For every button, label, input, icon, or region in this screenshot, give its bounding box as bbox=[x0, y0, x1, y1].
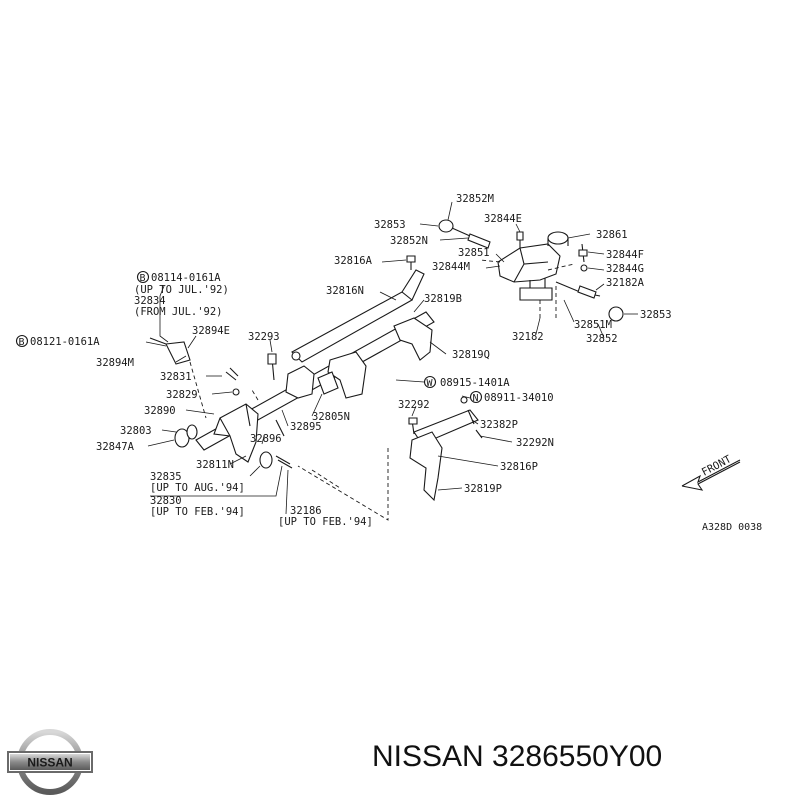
label-32292N: 32292N bbox=[516, 437, 554, 449]
marker-b-2: B bbox=[19, 337, 25, 348]
label-32834: 32834 bbox=[134, 295, 166, 307]
label-32831: 32831 bbox=[160, 371, 192, 383]
label-32890: 32890 bbox=[144, 405, 176, 417]
label-32894E: 32894E bbox=[192, 325, 230, 337]
label-32819P: 32819P bbox=[464, 483, 502, 495]
label-32819B: 32819B bbox=[424, 293, 462, 305]
label-32382P: 32382P bbox=[480, 419, 518, 431]
label-32805N: 32805N bbox=[312, 411, 350, 423]
label-32853-top: 32853 bbox=[374, 219, 406, 231]
shift-rod-32816N bbox=[291, 255, 425, 363]
marker-w: W bbox=[427, 378, 434, 389]
bolt-marker-b-1 bbox=[136, 270, 150, 284]
marker-n: N bbox=[473, 393, 479, 404]
label-32844E: 32844E bbox=[484, 213, 522, 225]
label-08114-0161A: 08114-0161A bbox=[151, 272, 221, 284]
nissan-logo: NISSAN bbox=[7, 729, 93, 795]
label-32852: 32852 bbox=[586, 333, 618, 345]
label-32834-note: (FROM JUL.'92) bbox=[134, 306, 223, 318]
part-number-caption: NISSAN 3286550Y00 bbox=[372, 740, 663, 773]
washer-marker-w bbox=[423, 375, 437, 389]
label-32292: 32292 bbox=[398, 399, 430, 411]
label-32894M: 32894M bbox=[96, 357, 134, 369]
label-32835: 32835 bbox=[150, 471, 182, 483]
label-32830-note: [UP TO FEB.'94] bbox=[150, 506, 245, 518]
label-32186-note: [UP TO FEB.'94] bbox=[278, 516, 373, 528]
label-32851M: 32851M bbox=[574, 319, 612, 331]
label-32844F: 32844F bbox=[606, 249, 644, 261]
label-32847A: 32847A bbox=[96, 441, 135, 453]
label-32895: 32895 bbox=[290, 421, 322, 433]
fork-32819P-assembly bbox=[297, 396, 483, 521]
front-label: FRONT bbox=[700, 453, 734, 479]
label-32182: 32182 bbox=[512, 331, 544, 343]
label-32852N: 32852N bbox=[390, 235, 428, 247]
label-32182A: 32182A bbox=[606, 277, 645, 289]
label-08114-note: (UP TO JUL.'92) bbox=[134, 284, 229, 296]
label-32830: 32830 bbox=[150, 495, 182, 507]
leader-lines bbox=[145, 201, 638, 515]
part-labels: 32852M 32853 32844E 32861 32852N 32851 3… bbox=[15, 193, 762, 533]
front-direction-arrow: FRONT bbox=[681, 453, 741, 491]
label-32819Q: 32819Q bbox=[452, 349, 490, 361]
label-08911-34010: 08911-34010 bbox=[484, 392, 554, 404]
label-32851: 32851 bbox=[458, 247, 490, 259]
label-32803: 32803 bbox=[120, 425, 152, 437]
label-32811N: 32811N bbox=[196, 459, 234, 471]
label-32844G: 32844G bbox=[606, 263, 644, 275]
label-32861: 32861 bbox=[596, 229, 628, 241]
bolt-marker-b-2 bbox=[15, 334, 29, 348]
nut-marker-n bbox=[469, 390, 483, 404]
label-32853-right: 32853 bbox=[640, 309, 672, 321]
marker-b-1: B bbox=[140, 273, 146, 284]
nissan-logo-text: NISSAN bbox=[27, 756, 72, 770]
label-32816A: 32816A bbox=[334, 255, 373, 267]
label-08121-0161A: 08121-0161A bbox=[30, 336, 100, 348]
label-32186: 32186 bbox=[290, 505, 322, 517]
label-32816P: 32816P bbox=[500, 461, 538, 473]
shift-bracket-assembly bbox=[438, 219, 624, 322]
label-32844M: 32844M bbox=[432, 261, 470, 273]
label-32293: 32293 bbox=[248, 331, 280, 343]
diagram-code: A328D 0038 bbox=[702, 522, 762, 533]
label-32829: 32829 bbox=[166, 389, 198, 401]
label-32835-note: [UP TO AUG.'94] bbox=[150, 482, 245, 494]
label-32896: 32896 bbox=[250, 433, 282, 445]
label-32816N: 32816N bbox=[326, 285, 364, 297]
fork-rod-assembly bbox=[149, 311, 435, 469]
label-08915-1401A: 08915-1401A bbox=[440, 377, 510, 389]
label-32852M: 32852M bbox=[456, 193, 494, 205]
